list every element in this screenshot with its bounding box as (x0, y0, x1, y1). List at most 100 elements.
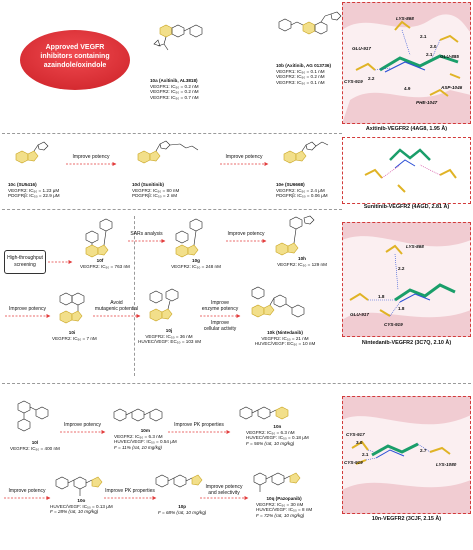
panel-sunitinib (342, 137, 471, 204)
compound-10n-label: 10n VEGFR2: IC₅₀ = 6.3 nM HUVEC/VEGF: IC… (246, 424, 309, 446)
compound-10d-label: 10d (Sunitinib) VEGFR2: IC₅₀ = 80 nM PDG… (132, 182, 179, 199)
arrow-label-10p-10q: Improve potency and selectivity (200, 484, 248, 496)
badge-ellipse (20, 30, 130, 90)
compound-10f-name: 10f (96, 258, 104, 263)
compound-10p-name: 10p (178, 504, 187, 509)
compound-10o-f: F = 28% (rat, 10 mg/kg) (50, 509, 99, 515)
compound-10l-name: 10l (31, 440, 39, 445)
compound-10m-huvec: HUVEC/VEGF: IC₅₀ = 0.54 μM (114, 439, 177, 445)
compound-10b-label: 10b (Axitinib, AG 013736) VEGFR1: IC₅₀ =… (276, 63, 331, 85)
badge-line2: inhibitors containing (40, 53, 110, 60)
caption-sunitinib: Sunitinib-VEGFR2 (4AGD, 2.81 Å) (363, 204, 450, 210)
arrow-label-10d-10e: Improve potency (225, 154, 263, 160)
dist-q1: 3.0 (356, 440, 363, 445)
compound-10n-name: 10n (273, 424, 282, 429)
compound-10n-vegfr2: VEGFR2: IC₅₀ = 6.3 nM (246, 429, 295, 435)
compound-10d-name: 10d (Sunitinib) (132, 182, 164, 187)
molecule-10g (175, 218, 203, 258)
badge-line3: azaindole/oxindole (43, 62, 107, 69)
compound-10c-name: 10c (SU5416) (8, 182, 37, 187)
arrow-label-10m-10n: Improve PK properties (174, 422, 224, 428)
compound-10j-name: 10j (165, 328, 173, 333)
separator-row1 (2, 133, 342, 134)
compound-10k-huvec: HUVEC/VEGF: EC₅₀ = 10 nM (254, 341, 316, 347)
dist-a2: 2.0 (430, 44, 437, 49)
molecule-drawings (15, 11, 342, 496)
panel-nintedanib (342, 222, 471, 337)
arrow-label-10p-10q-1: Improve potency (205, 484, 243, 490)
arrow-label-mutagenic: Avoid mutagenic potential (93, 300, 140, 312)
arrow-label-enzyme-1: Improve (210, 300, 230, 306)
protein-art-sunitinib (342, 137, 471, 204)
arrow-label-mutagenic-2: mutagenic potential (94, 306, 139, 312)
compound-10k-name: 10k (Nintedanib) (267, 330, 303, 335)
compound-10o-label: 10o HUVEC/VEGF: IC₅₀ = 0.13 μM F = 28% (… (50, 498, 113, 515)
compound-10m-f: F = 11% (rat, 10 mg/kg) (114, 444, 162, 450)
compound-10i-name: 10i (68, 330, 76, 335)
compound-10a-vegfr2: VEGFR2: IC₅₀ = 0.2 nM (150, 89, 199, 95)
compound-10a-vegfr1: VEGFR1: IC₅₀ = 0.2 nM (150, 83, 199, 89)
compound-10c-vegfr2: VEGFR2: IC₅₀ = 1.23 μM (8, 187, 60, 193)
compound-10f-vegfr2: VEGFR2: IC₅₀ = 763 nM (80, 263, 130, 269)
compound-10m-label: 10m VEGFR2: IC₅₀ = 6.3 nM HUVEC/VEGF: IC… (114, 428, 177, 450)
compound-10g-name: 10g (192, 258, 200, 263)
molecule-10h (275, 215, 315, 256)
panel-10n (342, 396, 471, 514)
molecule-10n (239, 406, 289, 420)
compound-10j-label: 10j VEGFR2: IC₅₀ = 36 nM HUVEC/VEGF: EC₅… (138, 328, 202, 345)
res-cys919-q: CYS-919 (344, 460, 363, 465)
res-asp1046-a: ASP-1046 (441, 85, 463, 90)
compound-10f-label: 10f VEGFR2: IC₅₀ = 763 nM (80, 258, 130, 269)
dist-n1: 2.2 (398, 266, 405, 271)
compound-10k-vegfr2: VEGFR2: IC₅₀ = 21 nM (261, 335, 309, 341)
molecule-10q (253, 472, 301, 492)
arrow-label-potency2: Improve potency (9, 306, 46, 312)
molecule-10d (137, 140, 199, 164)
res-cys919-a: CYS-919 (344, 79, 363, 84)
compound-10q-f: F = 72% (rat, 10 mg/kg) (256, 512, 305, 518)
caption-nintedanib: Nintedanib-VEGFR2 (3C7Q, 2.10 Å) (361, 340, 452, 346)
molecule-10a (153, 24, 203, 51)
compound-10k-label: 10k (Nintedanib) VEGFR2: IC₅₀ = 21 nM HU… (252, 330, 318, 347)
arrow-label-cellular: Improve cellular activity (200, 320, 240, 332)
res-cys919-n: CYS-919 (384, 322, 403, 327)
compound-10c-label: 10c (SU5416) VEGFR2: IC₅₀ = 1.23 μM PDGF… (8, 182, 60, 199)
compound-10g-label: 10g VEGFR2: IC₅₀ = 248 nM (170, 258, 222, 269)
protein-art-10n (342, 396, 471, 514)
compound-10e-pdgfr: PDGFRβ: IC₅₀ = 0.06 μM (276, 193, 328, 199)
molecule-10p (155, 474, 203, 488)
res-lys1080-q: LYS-1080 (436, 462, 457, 467)
arrow-label-sar: SARs analysis (130, 231, 163, 237)
arrow-label-10n-10o: Improve potency (8, 488, 46, 494)
arrow-label-10c-10d: Improve potency (72, 154, 110, 160)
compound-10n-huvec: HUVEC/VEGF: IC₅₀ = 0.18 μM (246, 435, 309, 441)
molecule-10c (15, 141, 49, 164)
protein-art-axitinib (342, 2, 471, 124)
molecule-10i (59, 292, 85, 324)
badge-text: Approved VEGFR inhibitors containing aza… (20, 43, 130, 70)
dist-q3: 2.7 (420, 448, 427, 453)
compound-10a-vegfr3: VEGFR3: IC₅₀ = 0.7 nM (150, 94, 199, 100)
res-phe1047-a: PHE-1047 (416, 100, 438, 105)
compound-10o-name: 10o (77, 498, 86, 503)
arrow-label-10o-10p: Improve PK properties (105, 488, 155, 494)
compound-10l-vegfr2: VEGFR2: IC₅₀ = 400 nM (10, 445, 60, 451)
compound-10q-name: 10q (Pazopanib) (266, 496, 302, 501)
compound-10i-label: 10i VEGFR2: IC₅₀ = 7 nM (52, 330, 97, 341)
arrow-label-enzyme: Improve enzyme potency (200, 300, 240, 312)
hts-box: High-throughput screening (4, 250, 46, 274)
caption-10n: 10n-VEGFR2 (3CJF, 2.15 Å) (371, 516, 442, 522)
compound-10q-vegfr2: VEGFR2: IC₅₀ = 30 nM (256, 501, 304, 507)
separator-row3 (2, 383, 471, 384)
dist-a1: 2.1 (420, 34, 427, 39)
compound-10j-huvec: HUVEC/VEGF: EC₅₀ = 103 nM (138, 339, 202, 345)
compound-10h-name: 10h (298, 256, 306, 261)
compound-10q-huvec: HUVEC/VEGF: IC₅₀ = 8 nM (256, 507, 313, 513)
panel-axitinib (342, 2, 471, 124)
compound-10m-vegfr2: VEGFR2: IC₅₀ = 6.3 nM (114, 433, 163, 439)
compound-10d-pdgfr: PDGFRβ: IC₅₀ = 2 nM (132, 193, 178, 199)
compound-10b-vegfr3: VEGFR3: IC₅₀ = 0.1 nM (276, 79, 325, 85)
arrow-label-potency1: Improve potency (227, 231, 265, 237)
compound-10a-label: 10a (Axitinib, AL3818) VEGFR1: IC₅₀ = 0.… (150, 78, 199, 100)
